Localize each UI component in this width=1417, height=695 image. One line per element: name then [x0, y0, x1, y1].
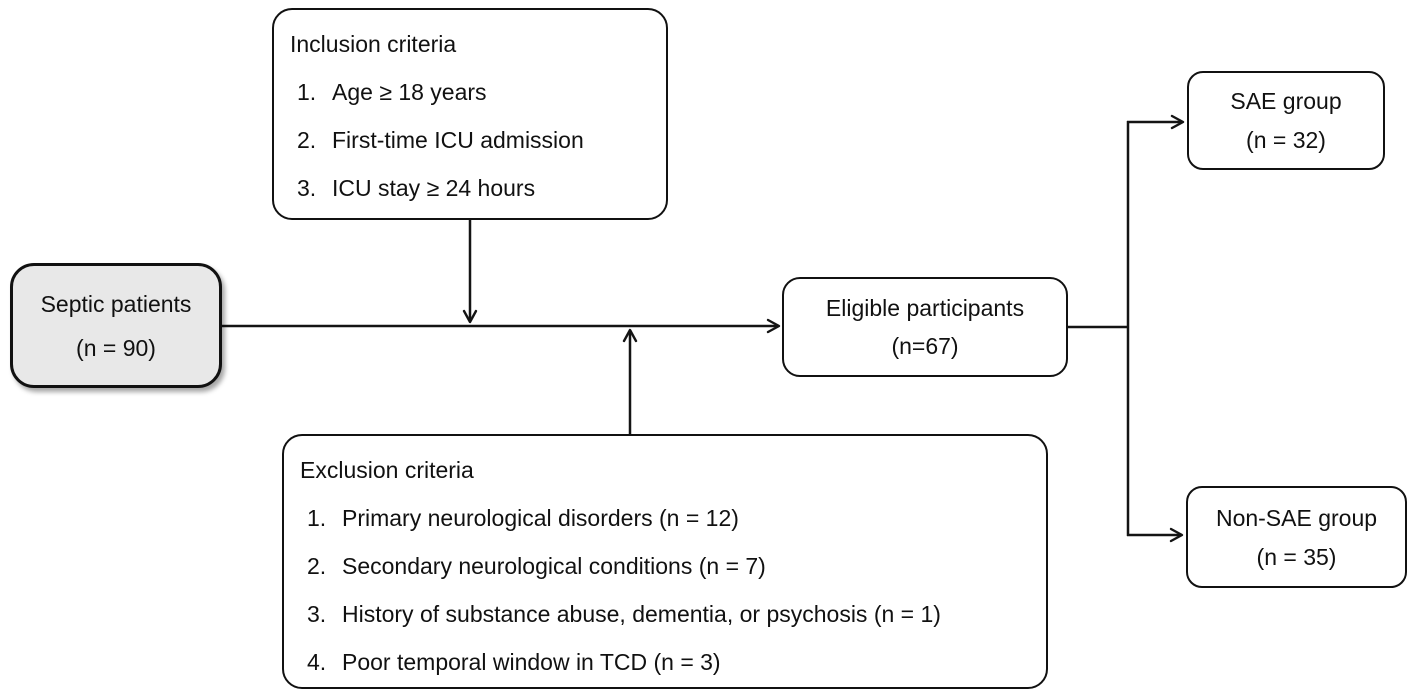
eligible-participants-box: Eligible participants (n=67)	[782, 277, 1068, 377]
criteria-item: 3.ICU stay ≥ 24 hours	[297, 175, 536, 201]
non-sae-group-label: Non-SAE group	[1215, 504, 1378, 531]
inclusion-criteria-list: 1.Age ≥ 18 years 2.First-time ICU admissi…	[274, 79, 666, 201]
septic-patients-label: Septic patients	[40, 290, 192, 317]
eligible-participants-label: Eligible participants	[825, 295, 1025, 321]
criteria-item: 4.Poor temporal window in TCD (n = 3)	[307, 649, 721, 675]
criteria-item: 2.Secondary neurological conditions (n =…	[307, 553, 766, 579]
sae-group-label: SAE group	[1230, 88, 1342, 114]
non-sae-group-box: Non-SAE group (n = 35)	[1186, 486, 1407, 588]
criteria-item: 2.First-time ICU admission	[297, 127, 584, 153]
non-sae-group-count: (n = 35)	[1256, 543, 1337, 570]
sae-group-count: (n = 32)	[1246, 127, 1326, 153]
inclusion-criteria-box: Inclusion criteria 1.Age ≥ 18 years 2.Fir…	[272, 8, 668, 220]
sae-group-box: SAE group (n = 32)	[1187, 71, 1385, 170]
septic-patients-box: Septic patients (n = 90)	[10, 263, 222, 388]
inclusion-criteria-title: Inclusion criteria	[290, 31, 457, 57]
criteria-item: 3.History of substance abuse, dementia, …	[307, 601, 941, 627]
criteria-item: 1.Primary neurological disorders (n = 12…	[307, 505, 739, 531]
exclusion-criteria-box: Exclusion criteria 1.Primary neurologica…	[282, 434, 1048, 689]
exclusion-criteria-title: Exclusion criteria	[300, 457, 474, 483]
exclusion-criteria-list: 1.Primary neurological disorders (n = 12…	[284, 505, 1046, 675]
septic-patients-count: (n = 90)	[76, 334, 156, 361]
eligible-participants-count: (n=67)	[891, 333, 959, 359]
criteria-item: 1.Age ≥ 18 years	[297, 79, 487, 105]
